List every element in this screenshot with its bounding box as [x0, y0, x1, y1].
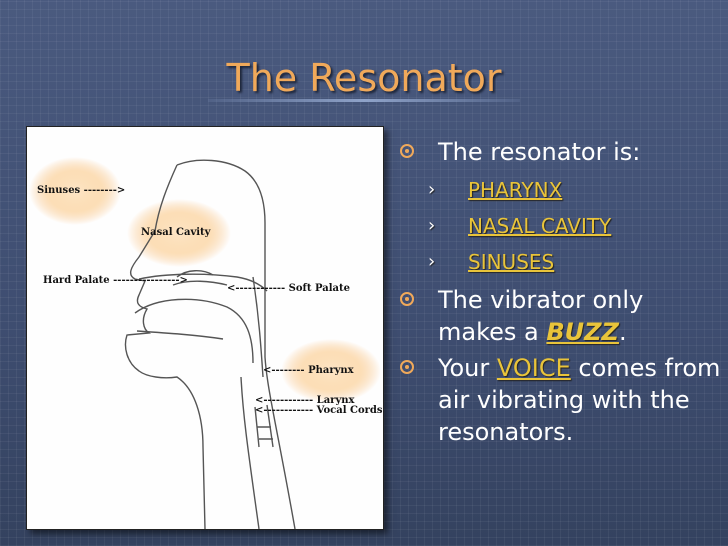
bullet-dot-icon	[400, 360, 414, 374]
label-vocal-cords: <------------ Vocal Cords	[255, 405, 383, 416]
sub-bullet-text: NASAL CAVITY	[468, 214, 612, 238]
label-hard-palate: Hard Palate ---------------->	[43, 275, 188, 286]
buzz-emphasis: BUZZ	[546, 318, 619, 346]
label-pharynx: <-------- Pharynx	[263, 365, 354, 376]
sub-bullet-text: PHARYNX	[468, 178, 563, 202]
bullet-list: The resonator is: › PHARYNX › NASAL CAVI…	[394, 136, 724, 452]
label-nasal-cavity: Nasal Cavity	[141, 227, 211, 238]
bullet-vibrator: The vibrator only makes a BUZZ.	[394, 284, 724, 348]
head-outline-drawing	[29, 157, 381, 529]
bullet-voice-pre: Your	[438, 354, 497, 382]
nasal-turbinates	[172, 270, 228, 286]
bullet-resonator: The resonator is:	[394, 136, 724, 168]
throat-line	[240, 376, 260, 529]
pharynx-line	[252, 276, 264, 378]
bullet-vibrator-end: .	[618, 318, 627, 346]
bullet-dot-icon	[400, 144, 414, 158]
sub-bullet-sinuses: › SINUSES	[394, 244, 724, 280]
skull-outline	[176, 159, 296, 529]
bullet-resonator-text: The resonator is:	[438, 138, 641, 166]
sub-bullet-text: SINUSES	[468, 250, 555, 274]
chevron-right-icon: ›	[428, 179, 436, 200]
bullet-voice: Your VOICE comes from air vibrating with…	[394, 352, 724, 448]
label-soft-palate: <------------ Soft Palate	[227, 283, 350, 294]
face-outline	[124, 164, 206, 529]
sub-bullet-nasal-cavity: › NASAL CAVITY	[394, 208, 724, 244]
chevron-right-icon: ›	[428, 215, 436, 236]
chevron-right-icon: ›	[428, 251, 436, 272]
bullet-voice-post: comes from air vibrating with the resona…	[438, 354, 721, 446]
voice-emphasis: VOICE	[496, 354, 571, 382]
tongue	[134, 298, 254, 364]
sub-bullet-pharynx: › PHARYNX	[394, 172, 724, 208]
bullet-vibrator-text: The vibrator only makes a	[438, 286, 644, 346]
palate-line	[138, 273, 268, 292]
sinuses-highlight	[29, 157, 121, 225]
label-larynx: <------------ Larynx	[255, 395, 355, 406]
nasal-cavity-highlight	[127, 199, 231, 267]
bullet-dot-icon	[400, 292, 414, 306]
jaw-line	[136, 330, 224, 340]
pharynx-highlight	[281, 339, 381, 403]
slide-title: The Resonator	[226, 56, 502, 100]
title-underline	[208, 99, 520, 102]
label-sinuses: Sinuses -------->	[37, 185, 126, 196]
trachea	[254, 404, 274, 448]
head-diagram: Sinuses --------> Nasal Cavity Hard Pala…	[26, 126, 384, 530]
